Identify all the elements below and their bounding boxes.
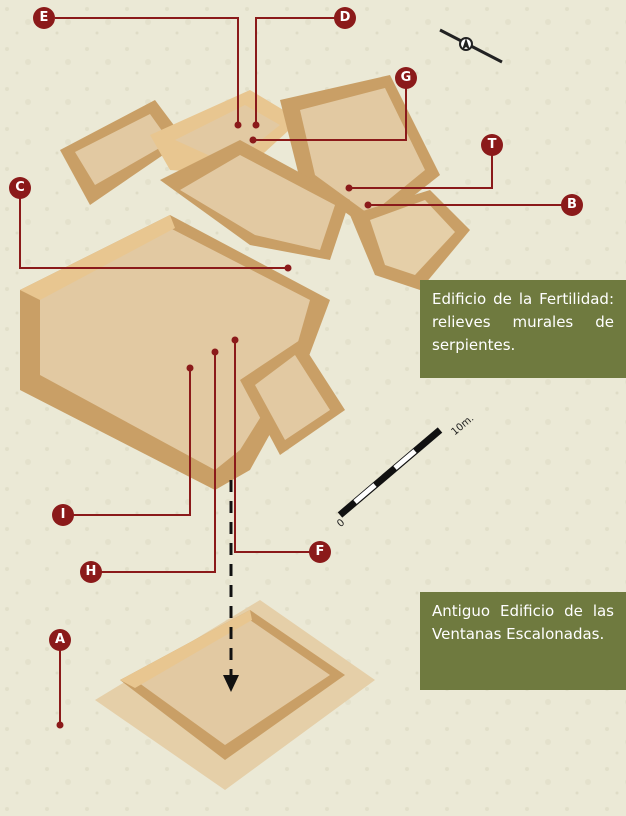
marker-g: G (395, 67, 417, 89)
marker-i: I (52, 504, 74, 526)
leader-lines (19, 17, 572, 725)
caption-fertility-building: Edificio de la Fertilidad: relieves mura… (420, 280, 626, 378)
leader-i (63, 368, 191, 516)
marker-b: B (561, 194, 583, 216)
leader-g (253, 78, 407, 141)
main-building-complex (20, 75, 470, 490)
leader-e (55, 17, 239, 125)
leader-h (91, 352, 216, 573)
marker-d: D (334, 7, 356, 29)
marker-e: E (33, 7, 55, 29)
relocation-arrow-head (223, 675, 239, 692)
marker-f: F (309, 541, 331, 563)
marker-h: H (80, 561, 102, 583)
leader-d (255, 17, 345, 125)
compass-icon (439, 28, 503, 64)
leader-t (349, 145, 493, 189)
marker-c: C (9, 177, 31, 199)
leader-dots (56, 121, 372, 729)
leader-f (234, 340, 320, 553)
marker-a: A (49, 629, 71, 651)
marker-t: T (481, 134, 503, 156)
scale-bar (337, 427, 443, 518)
caption-stepped-windows-building: Antiguo Edificio de las Ventanas Escalon… (420, 592, 626, 690)
leader-c (19, 188, 288, 269)
